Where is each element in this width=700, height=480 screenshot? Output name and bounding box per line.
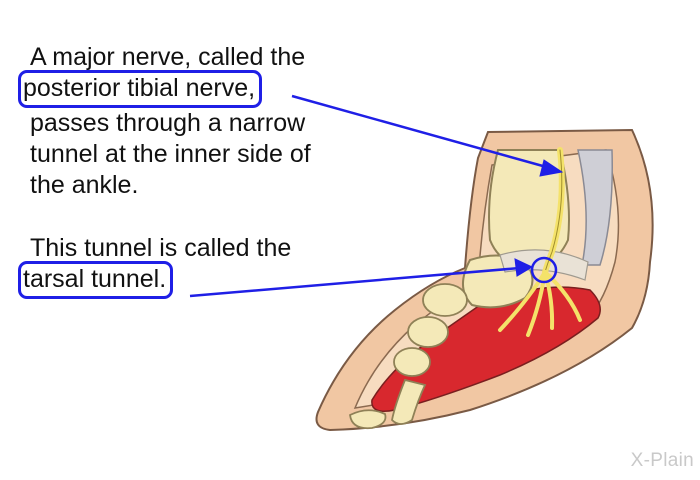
text-line: passes through a narrow	[30, 109, 306, 137]
foot-bone-1	[422, 283, 468, 317]
tunnel-highlight-circle	[530, 256, 558, 284]
nerve-description: A major nerve, called the posterior tibi…	[18, 42, 311, 201]
posterior-tibial-nerve-label: posterior tibial nerve,	[18, 70, 263, 108]
callout-arrows	[189, 94, 564, 298]
text-line: This tunnel is called the	[30, 234, 292, 262]
x-plain-logo: X-Plain	[630, 450, 694, 471]
text-line: tunnel at the inner side of	[30, 140, 311, 168]
tunnel-description: This tunnel is called the tarsal tunnel.	[18, 233, 292, 299]
text-line: the ankle.	[30, 171, 139, 199]
nerve-branches	[498, 270, 582, 337]
arrow-tunnel	[189, 266, 521, 298]
foot-bone-3	[393, 347, 431, 377]
foot-muscle	[371, 286, 601, 412]
text-line-boxed: posterior tibial nerve,	[18, 70, 311, 108]
arrow-nerve	[291, 94, 551, 170]
foot-bone-2	[407, 316, 449, 348]
toe-bone	[349, 409, 387, 430]
text-line: A major nerve, called the	[30, 43, 306, 71]
arrow-tunnel-head	[514, 258, 534, 277]
tendon-sheath	[577, 149, 613, 266]
metatarsal-bone	[391, 378, 427, 425]
tarsal-tunnel-label: tarsal tunnel.	[18, 261, 174, 299]
arrow-nerve-head	[539, 159, 564, 177]
text-line-boxed: tarsal tunnel.	[18, 261, 291, 299]
nerve-outline	[544, 149, 563, 273]
